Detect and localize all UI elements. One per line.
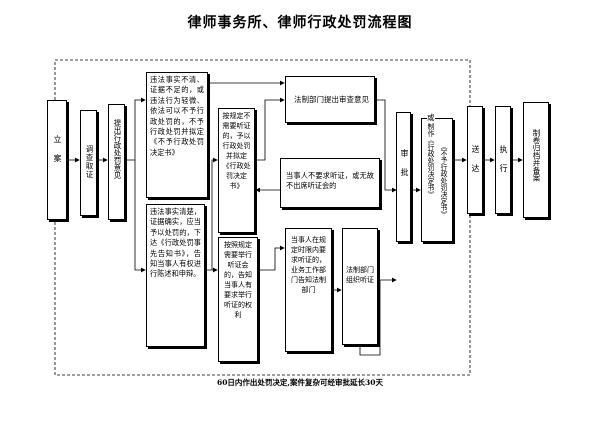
hearing-rule-box: 按照规定需要举行听证会的，告知当事人有要求举行听证的权利 [218,237,258,362]
legal-review-box: 法制部门提出审查意见 [285,76,375,123]
approval-box: 审 批 [396,112,411,242]
legal-hearing-box: 法制部门组织听证 [342,228,378,345]
decision-or-label: 或 [427,112,435,123]
hearing-rule-text: 按照规定需要举行听证会的，告知当事人有要求举行听证的权利 [224,241,252,319]
propose-label: 提出行政处罚意见 [113,119,122,179]
penalty-box: 违法事实清楚，证据确实，应当予以处罚的，下达《行政处罚事先告知书》，告知当事人有… [146,204,205,347]
execute-label: 执 行 [499,145,508,173]
deadline-note: 60日内作出处罚决定,案件复杂可经审批延长30天 [217,378,383,387]
party-request-box: 当事人在规定时限内要求听证的，业务工作部门告知法制部门 [285,228,332,352]
decision-penalty-label: 制作《行政处罚决定书》 [426,123,434,198]
legal-review-label: 法制部门提出审查意见 [294,95,369,104]
investigate-box: 调查取证 [80,110,97,216]
archive-box: 制卷归档并备案 [523,102,549,218]
approval-label: 审 批 [400,149,409,177]
no-penalty-box: 违法事实不清、证据不足的，或违法行为轻微、依法可以不予行政处罚的，不予行政处罚并… [146,72,208,198]
no-penalty-text: 违法事实不清、证据不足的，或违法行为轻微、依法可以不予行政处罚的，不予行政处罚并… [150,75,204,157]
party-request-text: 当事人在规定时限内要求听证的，业务工作部门告知法制部门 [291,236,326,294]
diagram-title: 律师事务所、律师行政处罚流程图 [187,15,413,31]
filing-label: 立 案 [53,135,62,163]
decision-box: 制作《行政处罚决定书》 《不予行政处罚决定书》 [421,118,453,242]
execute-box: 执 行 [495,106,511,214]
no-hearing-rule-box: 按规定不需要听证的，予以行政处罚并拟定《行政处罚决定书》 [218,108,255,233]
deliver-label: 送 达 [471,145,480,173]
investigate-label: 调查取证 [85,145,94,179]
penalty-text: 违法事实清楚，证据确实，应当予以处罚的，下达《行政处罚事先告知书》，告知当事人有… [150,207,201,279]
no-hearing-rule-text: 按规定不需要听证的，予以行政处罚并拟定《行政处罚决定书》 [222,112,251,190]
archive-label: 制卷归档并备案 [532,129,541,182]
legal-hearing-text: 法制部门组织听证 [346,266,374,284]
no-request-box: 当事人不要求听证，或无故不出席听证会的 [280,158,380,208]
no-request-text: 当事人不要求听证，或无故不出席听证会的 [286,171,374,191]
filing-box: 立 案 [47,100,67,220]
propose-box: 提出行政处罚意见 [108,104,125,220]
decision-no-penalty-label: 《不予行政处罚决定书》 [439,143,447,218]
deliver-box: 送 达 [467,106,483,214]
